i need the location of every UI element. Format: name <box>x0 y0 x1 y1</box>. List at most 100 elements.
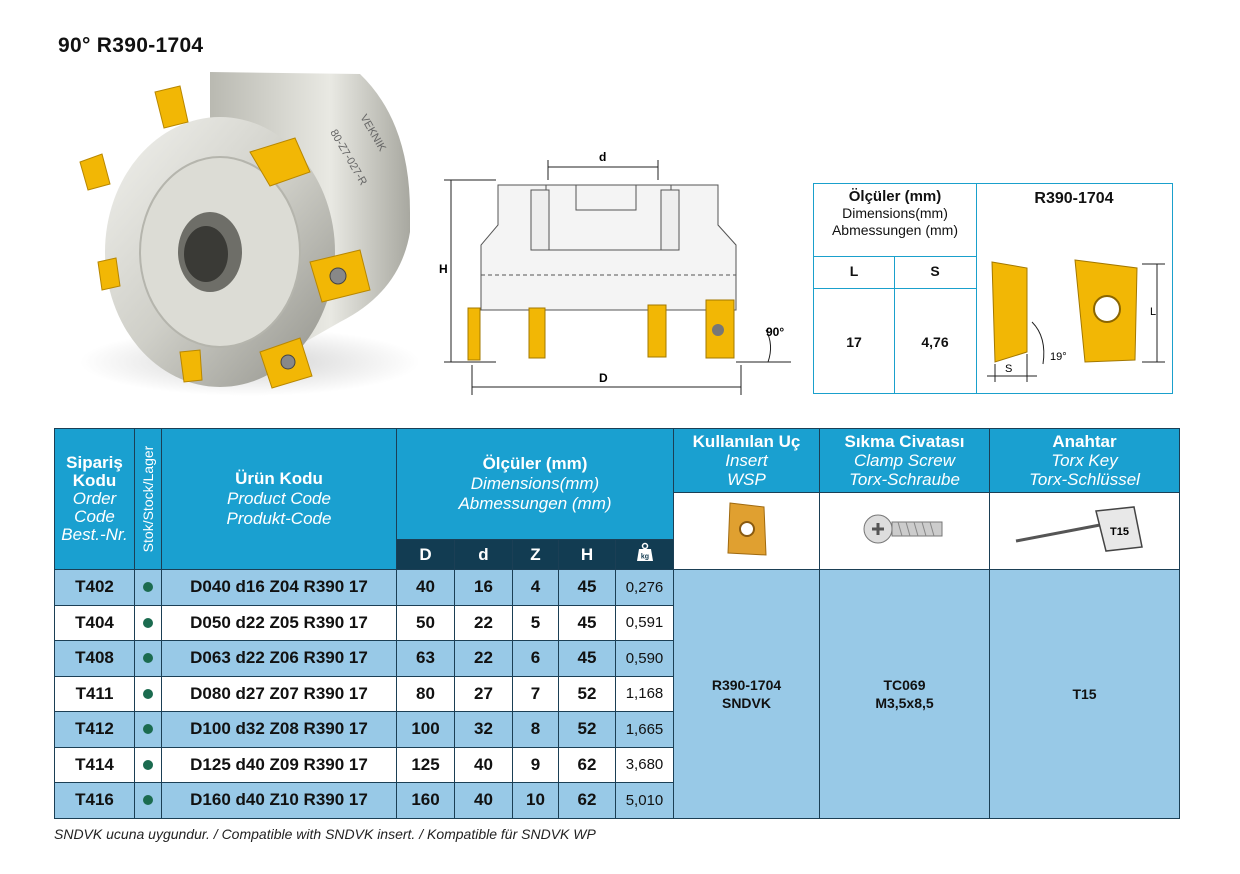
row-order-code: T408 <box>54 640 135 677</box>
row-D: 40 <box>396 569 455 606</box>
row-order-code: T404 <box>54 604 135 641</box>
row-weight: 1,168 <box>615 675 674 712</box>
drawing-label-D: D <box>599 371 608 385</box>
torx-key-image-text: T15 <box>1110 526 1129 538</box>
dim-header-l1: Ölçüler (mm) <box>848 188 942 205</box>
row-product-code: D040 d16 Z04 R390 17 <box>161 569 397 606</box>
row-stock-indicator <box>134 711 162 748</box>
stock-dot-icon <box>143 724 153 735</box>
subheader-weight: kg <box>615 539 674 570</box>
row-Z: 8 <box>512 711 559 748</box>
row-D: 125 <box>396 746 455 783</box>
row-stock-indicator <box>134 604 162 641</box>
row-H: 45 <box>558 640 616 677</box>
row-d: 32 <box>454 711 513 748</box>
row-product-code: D160 d40 Z10 R390 17 <box>161 782 397 819</box>
row-order-code: T411 <box>54 675 135 712</box>
row-d: 27 <box>454 675 513 712</box>
subheader-H: H <box>558 539 616 570</box>
stock-dot-icon <box>143 653 153 664</box>
row-stock-indicator <box>134 746 162 783</box>
row-stock-indicator <box>134 640 162 677</box>
row-Z: 6 <box>512 640 559 677</box>
dim-col-S: S <box>930 263 940 279</box>
row-weight: 1,665 <box>615 711 674 748</box>
row-weight: 3,680 <box>615 746 674 783</box>
row-product-code: D100 d32 Z08 R390 17 <box>161 711 397 748</box>
row-d: 16 <box>454 569 513 606</box>
insert-sketch: L S 19° <box>987 259 1165 382</box>
row-Z: 5 <box>512 604 559 641</box>
dim-header-l2: Dimensions(mm) <box>842 205 948 221</box>
stock-dot-icon <box>143 795 153 806</box>
row-d: 40 <box>454 746 513 783</box>
row-d: 22 <box>454 640 513 677</box>
insert-label-S: S <box>1005 363 1012 375</box>
row-product-code: D050 d22 Z05 R390 17 <box>161 604 397 641</box>
row-H: 52 <box>558 711 616 748</box>
torx-key-image: T15 <box>1015 505 1143 552</box>
technical-drawing: d H D 90° <box>439 150 791 395</box>
row-order-code: T402 <box>54 569 135 606</box>
torx-key-code-cell: T15 <box>989 569 1180 819</box>
dim-val-L: 17 <box>846 334 862 350</box>
row-stock-indicator <box>134 675 162 712</box>
drawing-label-d: d <box>599 150 606 164</box>
row-weight: 0,590 <box>615 640 674 677</box>
insert-label-angle: 19° <box>1050 351 1067 363</box>
header-stock: Stok/Stock/Lager <box>134 428 162 570</box>
footnote: SNDVK ucuna uygundur. / Compatible with … <box>54 826 596 842</box>
insert-dimension-box: Ölçüler (mm) Dimensions(mm) Abmessungen … <box>813 183 1173 394</box>
subheader-D: D <box>396 539 455 570</box>
dim-header-right: R390-1704 <box>1034 190 1114 207</box>
dim-header-l3: Abmessungen (mm) <box>831 222 959 238</box>
row-D: 160 <box>396 782 455 819</box>
row-D: 50 <box>396 604 455 641</box>
row-order-code: T412 <box>54 711 135 748</box>
row-d: 22 <box>454 604 513 641</box>
stock-dot-icon <box>143 759 153 770</box>
row-D: 100 <box>396 711 455 748</box>
row-product-code: D063 d22 Z06 R390 17 <box>161 640 397 677</box>
row-product-code: D125 d40 Z09 R390 17 <box>161 746 397 783</box>
weight-icon: kg <box>636 542 653 561</box>
row-weight: 5,010 <box>615 782 674 819</box>
row-stock-indicator <box>134 569 162 606</box>
row-weight: 0,591 <box>615 604 674 641</box>
subheader-d: d <box>454 539 513 570</box>
milling-cutter-image: 80-Z7-027-R VEKNIK <box>79 72 420 396</box>
stock-dot-icon <box>143 688 153 699</box>
row-weight: 0,276 <box>615 569 674 606</box>
row-order-code: T416 <box>54 782 135 819</box>
drawing-label-H: H <box>439 262 448 276</box>
row-H: 62 <box>558 746 616 783</box>
insert-label-L: L <box>1150 306 1156 318</box>
stock-dot-icon <box>143 582 153 593</box>
row-Z: 4 <box>512 569 559 606</box>
dim-col-L: L <box>849 263 859 279</box>
row-order-code: T414 <box>54 746 135 783</box>
row-H: 45 <box>558 569 616 606</box>
row-D: 63 <box>396 640 455 677</box>
row-product-code: D080 d27 Z07 R390 17 <box>161 675 397 712</box>
row-stock-indicator <box>134 782 162 819</box>
row-Z: 9 <box>512 746 559 783</box>
row-Z: 10 <box>512 782 559 819</box>
drawing-label-angle: 90° <box>766 325 784 339</box>
row-Z: 7 <box>512 675 559 712</box>
row-H: 52 <box>558 675 616 712</box>
header-dimensions: Ölçüler (mm)Dimensions(mm)Abmessungen (m… <box>396 428 674 540</box>
